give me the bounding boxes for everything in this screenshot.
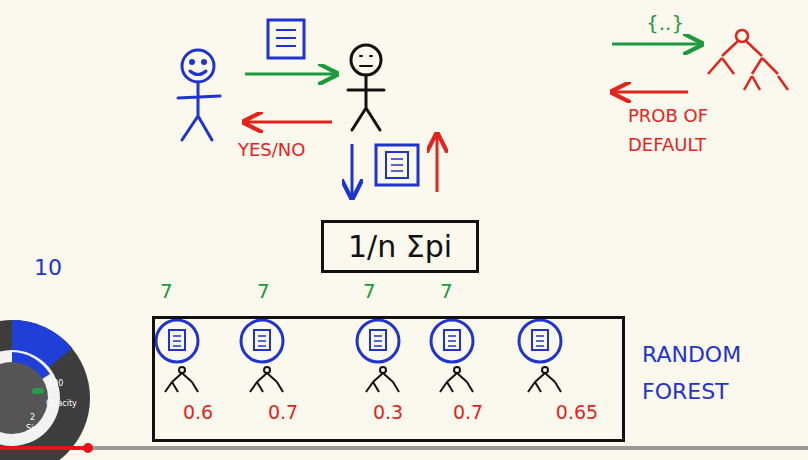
- document-outline: [386, 152, 408, 178]
- tree-node: [179, 367, 185, 373]
- progress-played: [0, 446, 88, 450]
- dial-toggle: [32, 388, 44, 394]
- dial-caption: Opacity: [46, 400, 77, 409]
- progress-track: [0, 446, 808, 450]
- bootstrap-samples: [156, 320, 561, 362]
- tree-icon: [440, 367, 473, 392]
- tree-probability: 0.6: [183, 401, 213, 423]
- banker-figure: [348, 45, 384, 130]
- dial-caption: Size: [26, 425, 42, 434]
- decision-tree-icon: [708, 30, 788, 90]
- output-label: PROB OF DEFAULT: [628, 102, 738, 160]
- document-lines: [374, 336, 382, 346]
- feature-count: 7: [440, 280, 453, 302]
- input-arrow: [612, 43, 700, 46]
- document-lines: [391, 159, 403, 171]
- customer-figure: [178, 50, 220, 140]
- figure-eye: [203, 61, 206, 64]
- tree-node: [380, 367, 386, 373]
- figure-face: [360, 56, 372, 66]
- sample-circle: [241, 320, 283, 362]
- document-outline: [532, 330, 548, 350]
- sample-circle: [519, 320, 561, 362]
- tree-probability: 0.65: [556, 401, 598, 423]
- tree-node: [542, 367, 548, 373]
- document-outline: [370, 330, 386, 350]
- sample-ring: [241, 320, 283, 362]
- forest-title: RANDOM FOREST: [642, 336, 767, 411]
- tree-branches: [366, 373, 399, 392]
- document-box: [376, 145, 418, 185]
- document-outline: [254, 330, 270, 350]
- tree-probability: 0.7: [268, 401, 298, 423]
- document-lines: [258, 336, 266, 346]
- tree-icon: [366, 367, 399, 392]
- sample-ring: [156, 320, 198, 362]
- document-outline: [444, 330, 460, 350]
- figure-head: [182, 50, 214, 82]
- tree-branches: [528, 373, 561, 392]
- reply-arrow: [246, 121, 332, 124]
- document-lines: [536, 336, 544, 346]
- forest-frame: 0.6 0.7 0.3 0.7 0.65: [152, 316, 625, 442]
- document-lines: [173, 336, 181, 346]
- figure-eye: [191, 61, 194, 64]
- tree-node: [736, 30, 748, 42]
- sample-ring: [519, 320, 561, 362]
- dial-core: [0, 362, 48, 434]
- document-lines: [276, 30, 296, 46]
- tree-branches: [250, 373, 283, 392]
- aggregation-box: 1/n Σpi: [321, 220, 479, 273]
- feature-count: 7: [363, 280, 376, 302]
- sample-ring: [431, 320, 473, 362]
- request-arrow: [245, 73, 335, 76]
- down-arrow: [351, 144, 354, 196]
- document-icon: [268, 20, 304, 58]
- tree-icon: [250, 367, 283, 392]
- output-arrow: [614, 91, 688, 94]
- figure-body: [178, 82, 220, 140]
- tree-count: 10: [34, 256, 62, 280]
- sample-circle: [156, 320, 198, 362]
- tree-node: [454, 367, 460, 373]
- sample-ring: [357, 320, 399, 362]
- dial-disc: [0, 320, 90, 460]
- document-lines: [448, 336, 456, 346]
- feature-count: 7: [257, 280, 270, 302]
- tree-branches: [165, 373, 198, 392]
- figure-smile: [190, 71, 206, 75]
- player-dial: [0, 320, 90, 460]
- tree-branches: [440, 373, 473, 392]
- figure-body: [348, 75, 384, 130]
- tree-icons: [165, 367, 561, 392]
- sample-circle: [431, 320, 473, 362]
- dial-center: [0, 350, 60, 446]
- tree-probability: 0.7: [453, 401, 483, 423]
- answer-label: YES/NO: [238, 140, 306, 160]
- document-outline: [169, 330, 185, 350]
- input-label: {..}: [646, 12, 684, 34]
- tree-icon: [165, 367, 198, 392]
- boxed-document: [376, 145, 418, 185]
- progress-knob: [83, 443, 93, 453]
- sample-circle: [357, 320, 399, 362]
- dial-value: 100: [48, 380, 63, 389]
- tree-icon: [528, 367, 561, 392]
- average-formula: 1/n Σpi: [348, 229, 452, 264]
- tree-branches: [708, 41, 788, 90]
- document-outline: [268, 20, 304, 58]
- feature-count: 7: [160, 280, 173, 302]
- dial-value: 2: [30, 414, 35, 423]
- up-arrow: [436, 136, 439, 192]
- tree-node: [264, 367, 270, 373]
- figure-head: [351, 45, 381, 75]
- tree-probability: 0.3: [373, 401, 403, 423]
